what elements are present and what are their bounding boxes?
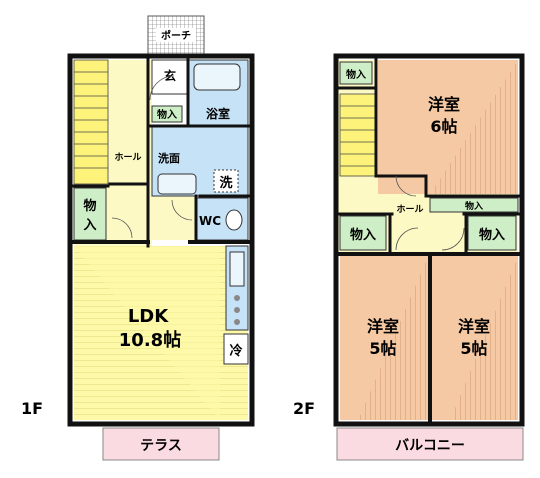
room-north-size: 6帖 [430,117,457,136]
door-swing [171,199,193,221]
storage-left-2f-label: 物入 [350,227,376,243]
wash-basin [157,173,197,195]
stove-burner [234,295,240,301]
fridge-space [223,333,249,365]
room-sw-hatch [358,256,428,420]
door-swing [395,227,419,251]
storage-right-2f-label: 物入 [479,227,505,243]
door-swing [149,75,175,101]
balcony-label: バルコニー [395,438,465,454]
storage-top-2f-label: 物入 [346,68,366,81]
room-north-hatch [430,60,518,194]
floor-label-1f: 1F [21,399,43,418]
ldk-light [74,246,220,420]
toilet [225,209,243,231]
room-se-size: 5帖 [460,339,487,358]
storage-1f-label-1: 物 [83,198,96,214]
room-se-name: 洋室 [458,317,490,336]
washer-label: 洗 [219,175,232,191]
stairs-2f [339,93,377,177]
door-swing [395,175,417,197]
bathroom-label: 浴室 [206,106,230,121]
entrance-label: 玄 [164,68,176,83]
walls-2f [333,53,525,427]
porch-label: ポーチ [161,29,191,42]
door-swing [111,217,133,239]
storage-small-1f [151,105,183,123]
storage-small-1f-label: 物入 [157,108,177,121]
stairs-1f [73,59,109,185]
hall-2f-label: ホール [396,204,423,215]
room-se-hatch [450,256,518,420]
wc-label: WC [199,214,221,228]
stove-burner [234,307,240,313]
room-sw-size: 5帖 [369,339,396,358]
storage-top-2f [339,61,373,85]
room-sw-name: 洋室 [367,317,399,336]
floor-2f: 物入 洋室 6帖 ホール 物入 物入 物入 洋室 5帖 洋室 5帖 [293,53,525,461]
storage-left-2f [339,215,387,251]
terrace-area [102,427,220,461]
fridge-label: 冷 [229,343,242,359]
storage-thin-2f-label: 物入 [465,200,483,212]
floor-label-2f: 2F [293,399,315,418]
washer-space [213,169,239,193]
floor-1f: ポーチ 玄 物入 浴室 洗面 洗 ホール 物 入 [21,15,255,461]
washroom-label: 洗面 [158,151,180,165]
ldk-name: LDK [128,306,169,327]
terrace-label: テラス [140,438,182,454]
hall-1f-lower [150,190,200,240]
storage-1f-label-2: 入 [83,218,96,233]
walls-1f [67,53,255,427]
kitchen-sink [229,251,245,287]
door-swing [441,227,465,251]
balcony-area [336,427,524,461]
porch-label-bg [156,28,196,42]
bathtub [193,63,241,91]
stove-burner [234,319,240,325]
storage-thin-2f [429,197,519,213]
hall-1f-label: ホール [114,152,141,163]
ldk-size: 10.8帖 [119,329,181,351]
room-north-name: 洋室 [428,95,460,114]
storage-right-2f [467,215,517,251]
